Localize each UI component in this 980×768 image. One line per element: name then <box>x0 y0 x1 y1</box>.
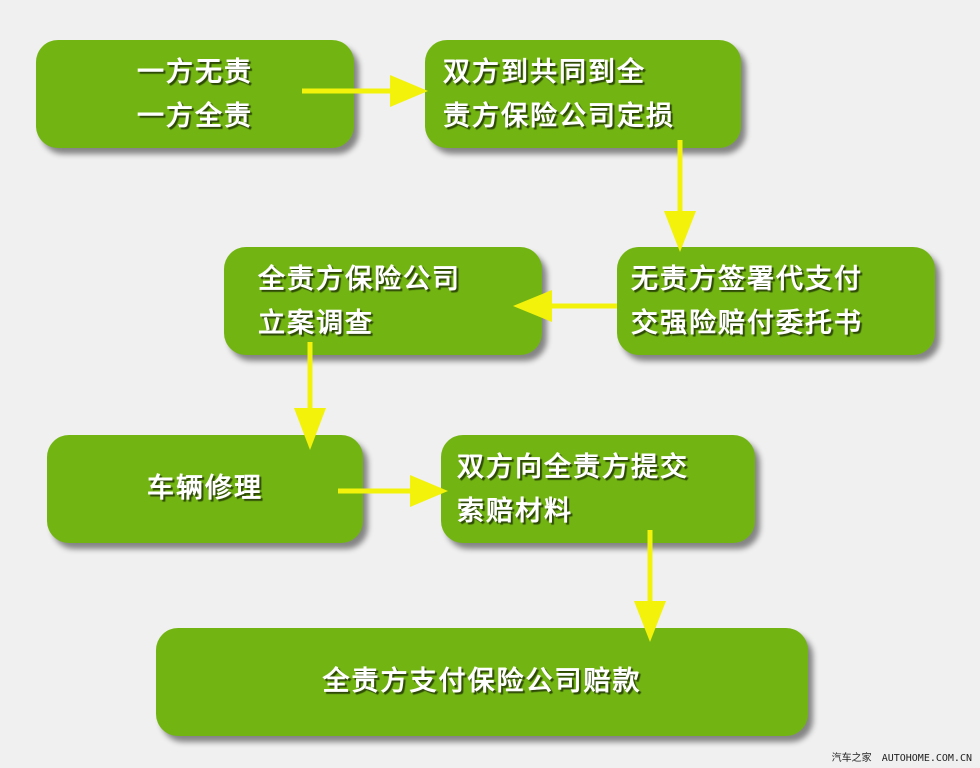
arrow-down-icon <box>634 530 666 642</box>
box-text-line: 交强险赔付委托书 <box>631 308 863 339</box>
flow-box-payment-authorization: 无责方签署代支付 交强险赔付委托书 <box>617 247 935 355</box>
flow-box-fault-determination: 一方无责 一方全责 <box>36 40 354 148</box>
flow-box-vehicle-repair: 车辆修理 <box>47 435 363 543</box>
box-text-line: 双方向全责方提交 <box>457 452 689 483</box>
flow-box-loss-assessment: 双方到共同到全 责方保险公司定损 <box>425 40 741 148</box>
watermark-site: AUTOHOME.COM.CN <box>881 753 972 764</box>
box-text-line: 全责方保险公司 <box>258 264 461 295</box>
box-text-line: 一方无责 <box>137 57 253 88</box>
flow-box-claim-payment: 全责方支付保险公司赔款 <box>156 628 808 736</box>
box-text-line: 车辆修理 <box>147 473 263 504</box>
arrow-down-icon <box>294 342 326 450</box>
arrow-down-icon <box>664 140 696 252</box>
box-text-line: 立案调查 <box>258 308 374 339</box>
box-text-line: 全责方支付保险公司赔款 <box>322 666 642 697</box>
flow-box-insurer-investigation: 全责方保险公司 立案调查 <box>224 247 542 355</box>
watermark: 汽车之家 AUTOHOME.COM.CN <box>828 749 972 764</box>
box-text-line: 双方到共同到全 <box>443 57 646 88</box>
watermark-brand: 汽车之家 <box>831 753 872 764</box>
box-text-line: 无责方签署代支付 <box>631 264 863 295</box>
box-text-line: 一方全责 <box>137 101 253 132</box>
box-text-line: 责方保险公司定损 <box>443 101 675 132</box>
flow-box-claim-submission: 双方向全责方提交 索赔材料 <box>441 435 755 543</box>
arrow-right-icon <box>302 75 428 107</box>
arrow-right-icon <box>338 475 448 507</box>
arrow-left-icon <box>513 290 617 322</box>
box-text-line: 索赔材料 <box>457 496 573 527</box>
